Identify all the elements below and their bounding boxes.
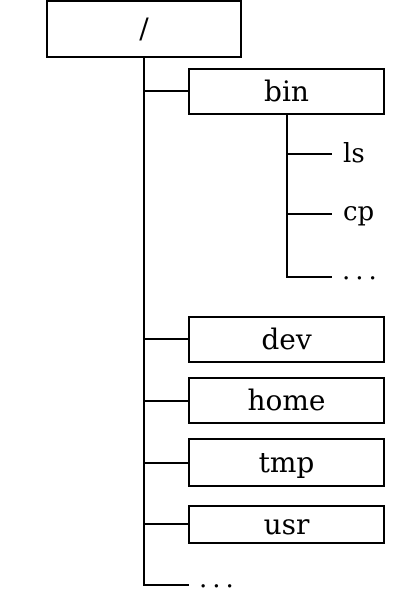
bin-more-connector-line bbox=[286, 276, 332, 278]
root-node: / bbox=[46, 0, 242, 58]
dev-label: dev bbox=[261, 322, 312, 356]
tmp-node: tmp bbox=[188, 438, 385, 487]
tmp-connector-line bbox=[143, 462, 189, 464]
bin-node: bin bbox=[188, 68, 385, 115]
tmp-label: tmp bbox=[258, 445, 315, 479]
usr-node: usr bbox=[188, 505, 385, 544]
cp-label: cp bbox=[343, 197, 375, 227]
usr-label: usr bbox=[263, 507, 310, 541]
root-trunk-line bbox=[143, 58, 145, 586]
dev-connector-line bbox=[143, 338, 189, 340]
bin-more-label: ... bbox=[342, 256, 382, 286]
bin-label: bin bbox=[264, 74, 309, 108]
bin-connector-line bbox=[143, 90, 189, 92]
ls-connector-line bbox=[286, 153, 332, 155]
cp-connector-line bbox=[286, 213, 332, 215]
bin-trunk-line bbox=[286, 115, 288, 278]
dev-node: dev bbox=[188, 316, 385, 363]
home-connector-line bbox=[143, 400, 189, 402]
root-more-connector-line bbox=[143, 584, 189, 586]
root-more-label: ... bbox=[199, 564, 239, 594]
home-node: home bbox=[188, 377, 385, 424]
ls-label: ls bbox=[343, 139, 365, 169]
usr-connector-line bbox=[143, 523, 189, 525]
home-label: home bbox=[247, 383, 326, 417]
root-label: / bbox=[139, 12, 149, 45]
